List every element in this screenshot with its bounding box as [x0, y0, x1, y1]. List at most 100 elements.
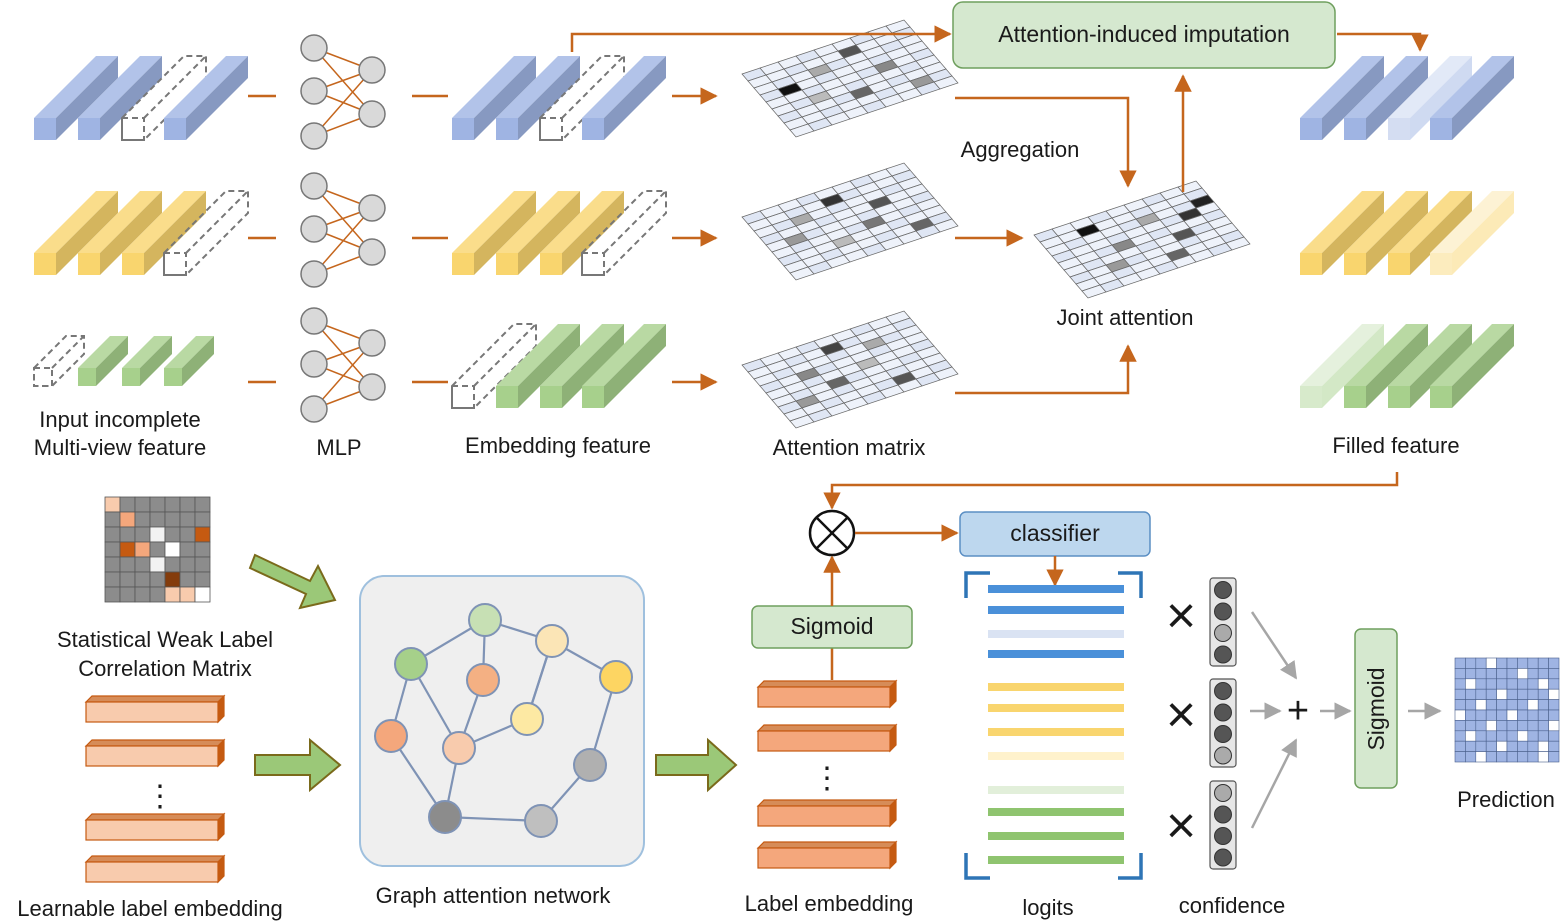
embedding-green	[451, 323, 666, 409]
mlp-label: MLP	[316, 435, 361, 460]
confidence-arrows	[1250, 611, 1442, 829]
input-view-yellow-bar-2	[78, 191, 162, 275]
label-embedding-row-2	[756, 723, 898, 753]
gat-node	[374, 719, 408, 753]
embedding-green-bar-2	[496, 324, 580, 408]
mlp-output-node	[358, 56, 386, 84]
gat-node	[599, 660, 633, 694]
input-view-blue-bar-4	[164, 56, 248, 140]
attention-matrix-label: Attention matrix	[773, 435, 926, 460]
logit-row-12	[988, 856, 1124, 864]
filled-feature-label: Filled feature	[1332, 433, 1459, 458]
embedding-yellow	[452, 190, 667, 276]
filled-yellow-bar-3	[1388, 191, 1472, 275]
mlp-input-node	[300, 260, 328, 288]
feature-connectors	[248, 94, 448, 384]
gat-node	[535, 624, 569, 658]
input-view-blue	[34, 55, 248, 141]
weak-label-line1: Statistical Weak Label	[57, 627, 273, 652]
sigmoid-box-label: Sigmoid	[790, 613, 873, 639]
confidence-vector-2	[1209, 678, 1237, 768]
logit-row-8	[988, 752, 1124, 760]
sigmoid-vertical-box	[1354, 628, 1398, 789]
filled-yellow	[1300, 191, 1514, 275]
logit-row-5	[988, 683, 1124, 691]
logit-row-9	[988, 786, 1124, 794]
logit-row-11	[988, 832, 1124, 840]
input-label-line1: Input incomplete	[39, 407, 200, 432]
imputation-box	[952, 1, 1336, 69]
learnable-embedding-row-2	[84, 738, 226, 768]
label-embedding-row-4	[756, 840, 898, 870]
mlp-networks	[300, 34, 386, 423]
classifier-label: classifier	[1010, 520, 1100, 546]
learnable-label-embedding-stack	[84, 694, 226, 884]
logit-row-6	[988, 704, 1124, 712]
imputation-box-label: Attention-induced imputation	[998, 21, 1290, 47]
logits-bracket-tr	[1118, 571, 1143, 598]
mlp-3	[300, 307, 386, 423]
embedding-yellow-bar-4	[581, 190, 667, 276]
input-view-green-bar-4	[164, 336, 214, 386]
graph-attention-network-label: Graph attention network	[376, 883, 612, 908]
input-view-green-bar-3	[122, 336, 172, 386]
sigmoid-vertical-label: Sigmoid	[1363, 667, 1389, 750]
green-arrow-gat-to-label	[655, 737, 738, 793]
filled-green-bar-2	[1344, 324, 1428, 408]
mlp-input-node	[300, 172, 328, 200]
label-embedding-row-1	[756, 679, 898, 709]
mlp-output-node	[358, 329, 386, 357]
logit-row-7	[988, 728, 1124, 736]
mlp-output-node	[358, 238, 386, 266]
filled-green-bar-4	[1430, 324, 1514, 408]
input-view-yellow-bar-1	[34, 191, 118, 275]
embedding-green-bar-3	[540, 324, 624, 408]
mlp-output-node	[358, 100, 386, 128]
logits-label: logits	[1022, 895, 1073, 920]
joint-attention-label: Joint attention	[1057, 305, 1194, 330]
filled-to-multiply-arrow	[823, 472, 1399, 510]
label-embedding-row-3	[756, 798, 898, 828]
graph-attention-network-box	[359, 575, 645, 867]
logits-bracket-tl	[964, 571, 990, 598]
prediction-grid	[1454, 657, 1560, 763]
joint-attention-matrix	[1033, 180, 1251, 299]
gat-node	[466, 663, 500, 697]
mlp-output-node	[358, 194, 386, 222]
learnable-label-embedding-label: Learnable label embedding	[17, 896, 282, 921]
feature-bars	[33, 55, 1514, 409]
gat-node	[510, 702, 544, 736]
attention-matrix-3	[741, 310, 959, 429]
logit-row-4	[988, 650, 1124, 658]
input-label-line2: Multi-view feature	[34, 435, 206, 460]
multiply-operator	[808, 509, 856, 557]
gat-node	[468, 603, 502, 637]
input-view-yellow-bar-4	[163, 190, 249, 276]
gat-node	[524, 804, 558, 838]
mlp-input-node	[300, 395, 328, 423]
gat-node	[573, 748, 607, 782]
embedding-blue	[452, 55, 666, 141]
plus-operator: +	[1287, 690, 1309, 732]
learnable-embedding-row-1	[84, 694, 226, 724]
embedding-yellow-bar-3	[540, 191, 624, 275]
filled-yellow-bar-2	[1344, 191, 1428, 275]
embedding-blue-bar-1	[452, 56, 536, 140]
weak-label-line2: Correlation Matrix	[78, 656, 252, 681]
filled-blue-bar-3	[1388, 56, 1472, 140]
input-view-green	[33, 335, 214, 387]
embedding-yellow-bar-2	[496, 191, 580, 275]
mlp-input-node	[300, 215, 328, 243]
attention-matrix-2	[741, 162, 959, 281]
filled-blue-bar-4	[1430, 56, 1514, 140]
input-view-green-bar-2	[78, 336, 128, 386]
multiply-sign-1: ×	[1166, 587, 1196, 645]
input-view-yellow-bar-3	[122, 191, 206, 275]
input-view-blue-bar-2	[78, 56, 162, 140]
label-embedding-stack	[756, 679, 898, 870]
embedding-feature-label: Embedding feature	[465, 433, 651, 458]
graph-attention-network	[374, 603, 633, 838]
mlp-input-node	[300, 350, 328, 378]
confidence-vector-3	[1209, 780, 1237, 870]
